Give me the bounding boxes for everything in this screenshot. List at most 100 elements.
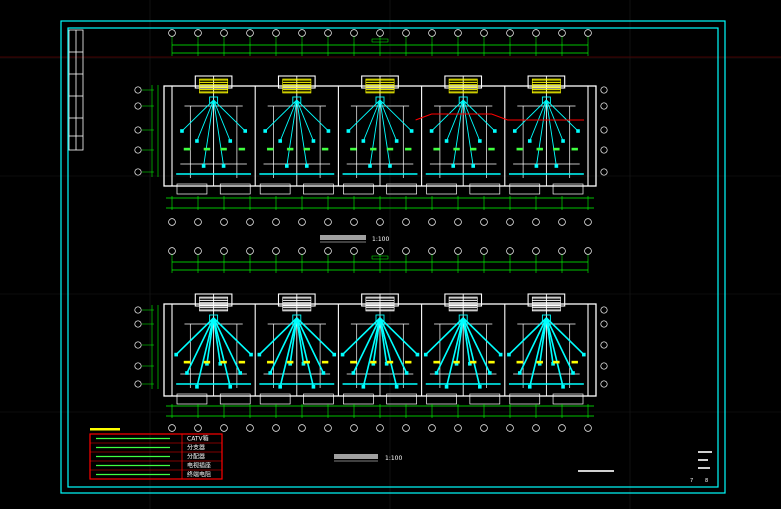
tv-wiring: [257, 314, 337, 389]
axis-bubble: [402, 247, 410, 255]
axis-bubble: [480, 424, 488, 432]
tv-cable: [545, 317, 585, 356]
caption-lower: 1:100: [334, 454, 402, 462]
stair: [282, 78, 312, 94]
building-walls: [163, 293, 597, 405]
tv-cable: [203, 99, 215, 167]
tv-wiring: [342, 96, 418, 175]
tv-cable: [213, 317, 252, 356]
tv-outlet: [488, 371, 492, 375]
inner-frame: [67, 27, 719, 488]
axis-bubble: [454, 247, 462, 255]
tv-wiring: [174, 314, 253, 389]
sheet-number-a: 7: [690, 478, 693, 484]
axis-bubble: [376, 29, 384, 37]
outlet-tag: [238, 360, 246, 364]
tv-cable: [379, 317, 408, 374]
tv-cable: [269, 317, 298, 374]
floor-plan-upper[interactable]: [134, 29, 608, 226]
tv-outlet: [493, 129, 497, 133]
tv-outlet: [326, 129, 331, 133]
balcony: [426, 393, 457, 405]
stair: [531, 296, 561, 312]
outlet-tag: [433, 360, 440, 364]
floor-plan-lower[interactable]: [134, 247, 608, 432]
axis-bubble: [532, 247, 540, 255]
tv-outlet: [263, 129, 267, 133]
axis-bubble: [168, 424, 176, 432]
tv-cable: [264, 99, 298, 132]
outlet-tag: [350, 147, 357, 151]
tv-outlet: [185, 371, 189, 375]
balcony: [469, 183, 501, 195]
outlet-tag: [238, 147, 246, 151]
outlet-tag: [433, 147, 440, 151]
tv-outlet: [576, 129, 580, 133]
tv-cable: [369, 99, 381, 167]
tv-cable: [528, 317, 548, 387]
stair: [199, 78, 229, 94]
tv-cable: [452, 99, 464, 167]
stair: [365, 296, 395, 312]
outlet-tag: [286, 147, 294, 151]
axis-bubble: [134, 341, 142, 349]
outlet-tag: [516, 360, 523, 364]
balcony: [509, 393, 541, 405]
outlet-tag: [453, 360, 460, 364]
stair-outline: [365, 78, 395, 94]
axis-bubble: [324, 218, 332, 226]
axis-bubble: [194, 247, 202, 255]
tv-cable: [212, 317, 232, 387]
tv-outlet: [249, 352, 253, 357]
axis-bubble: [584, 247, 592, 255]
axis-bubble: [402, 218, 410, 226]
tv-outlet: [468, 361, 472, 366]
tv-cable: [213, 99, 246, 132]
outlet-tag: [220, 147, 227, 151]
tv-outlet: [409, 129, 414, 133]
stair-outline: [282, 78, 312, 94]
outlet-tag: [266, 147, 274, 151]
caption-upper: 1:100: [320, 235, 389, 243]
axis-bubbles-left: [134, 85, 159, 177]
axis-bubbles-bottom: [168, 424, 592, 432]
tv-wiring: [340, 314, 420, 389]
axis-bubble: [600, 102, 608, 110]
tv-outlet: [195, 139, 199, 143]
axis-bubble: [272, 424, 280, 432]
legend-code: CATV箱: [187, 435, 209, 443]
tv-outlet: [321, 371, 326, 375]
scale-label-lower: 1:100: [385, 455, 402, 462]
outlet-tag: [386, 360, 394, 364]
scale-label-upper: 1:100: [372, 236, 389, 243]
tv-outlet: [444, 384, 449, 389]
tv-outlet: [527, 139, 532, 143]
axis-bubble: [584, 218, 592, 226]
tv-outlet: [388, 164, 392, 168]
tv-cable: [535, 99, 547, 167]
tv-outlet: [243, 129, 248, 133]
tv-outlet: [221, 164, 226, 168]
axis-bubble: [532, 424, 540, 432]
tv-outlet: [571, 371, 575, 375]
tv-cable: [213, 99, 225, 167]
tv-outlet: [527, 384, 532, 389]
axis-bubble: [532, 218, 540, 226]
axis-bubble: [298, 424, 306, 432]
balcony: [303, 183, 334, 195]
tv-outlet: [351, 371, 356, 375]
tv-outlet: [180, 129, 184, 133]
tv-cable: [348, 99, 381, 132]
tv-cable: [462, 99, 474, 167]
outlet-tag: [405, 147, 412, 151]
balcony: [469, 393, 501, 405]
outlet-tag: [220, 360, 227, 364]
tv-outlet: [361, 139, 366, 143]
legend-code: 电视插座: [187, 462, 211, 470]
axis-bubble: [324, 29, 332, 37]
axis-bubble: [558, 247, 566, 255]
tv-cable: [342, 317, 381, 356]
balcony: [552, 393, 584, 405]
